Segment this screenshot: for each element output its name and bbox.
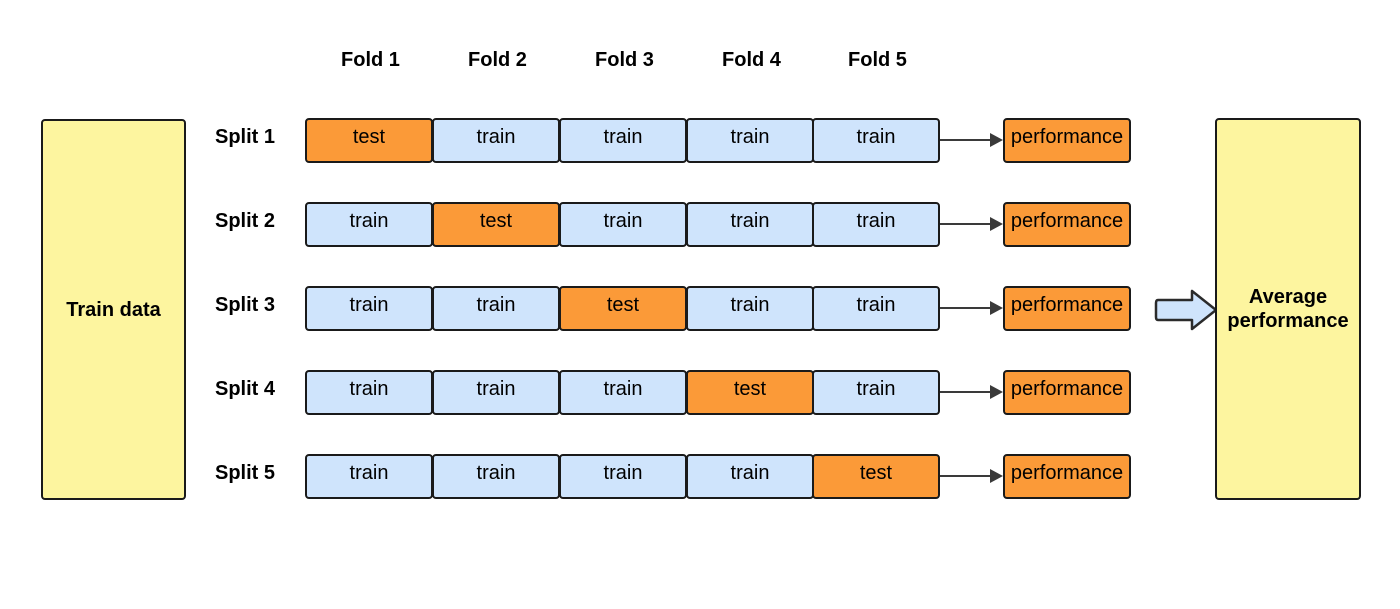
split-label-4: Split 4 (214, 378, 275, 400)
train-data-box: Train data (41, 119, 186, 500)
arrow-head (990, 469, 1003, 483)
split-label-1: Split 1 (214, 126, 275, 148)
fold-cell-train: train (432, 286, 560, 331)
fold-cell-test: test (686, 370, 814, 415)
performance-box: performance (1003, 286, 1131, 331)
arrow-right-icon (940, 469, 1003, 483)
fold-cell-train: train (812, 202, 940, 247)
fold-cell-train: train (559, 118, 687, 163)
fold-cell-train: train (559, 454, 687, 499)
fold-header-2: Fold 2 (468, 49, 527, 71)
fold-cell-train: train (432, 118, 560, 163)
right-arrow-icon (1154, 289, 1218, 331)
arrow-right-icon (940, 385, 1003, 399)
fold-cell-train: train (432, 370, 560, 415)
fold-cell-train: train (305, 286, 433, 331)
performance-box: performance (1003, 202, 1131, 247)
fold-cell-train: train (812, 118, 940, 163)
arrow-right-icon (940, 133, 1003, 147)
arrow-head (990, 301, 1003, 315)
fold-header-1: Fold 1 (341, 49, 400, 71)
performance-box: performance (1003, 454, 1131, 499)
fold-cell-train: train (559, 202, 687, 247)
fold-cell-train: train (305, 370, 433, 415)
performance-box: performance (1003, 118, 1131, 163)
fold-cell-train: train (686, 454, 814, 499)
fold-cell-train: train (686, 202, 814, 247)
arrow-right-icon (940, 301, 1003, 315)
average-performance-label: Average performance (1227, 286, 1349, 332)
split-label-5: Split 5 (214, 462, 275, 484)
split-label-2: Split 2 (214, 210, 275, 232)
fold-cell-test: test (812, 454, 940, 499)
fold-cell-train: train (686, 118, 814, 163)
fold-header-4: Fold 4 (722, 49, 781, 71)
arrow-head (990, 385, 1003, 399)
fold-cell-train: train (305, 202, 433, 247)
train-data-label: Train data (66, 298, 161, 321)
fold-cell-test: test (432, 202, 560, 247)
fold-cell-train: train (305, 454, 433, 499)
fold-header-5: Fold 5 (848, 49, 907, 71)
arrow-head (990, 133, 1003, 147)
fold-cell-train: train (812, 370, 940, 415)
right-arrow-shape (1154, 289, 1218, 331)
fold-cell-test: test (305, 118, 433, 163)
performance-box: performance (1003, 370, 1131, 415)
split-label-3: Split 3 (214, 294, 275, 316)
fold-cell-train: train (559, 370, 687, 415)
arrow-head (990, 217, 1003, 231)
average-performance-box: Average performance (1215, 118, 1361, 500)
fold-cell-train: train (812, 286, 940, 331)
fold-cell-train: train (432, 454, 560, 499)
fold-header-3: Fold 3 (595, 49, 654, 71)
fold-cell-test: test (559, 286, 687, 331)
arrow-right-icon (940, 217, 1003, 231)
fold-cell-train: train (686, 286, 814, 331)
